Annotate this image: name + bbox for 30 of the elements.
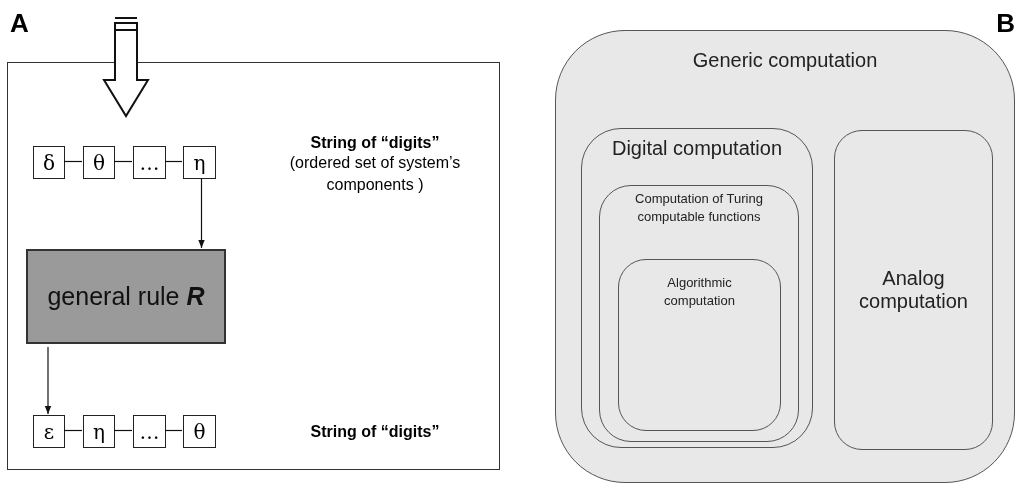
digit-box: η xyxy=(83,415,115,448)
caption-text: String of “digits” xyxy=(309,422,441,442)
panel-letter: B xyxy=(995,7,1015,40)
caption-text: (ordered set of system’s components ) xyxy=(288,153,462,195)
panel-frame xyxy=(7,62,500,470)
caption-text: String of “digits” xyxy=(309,133,441,153)
connector-line xyxy=(113,160,133,163)
connector-line xyxy=(63,160,83,163)
arrow xyxy=(198,177,205,249)
connector-line xyxy=(164,429,183,432)
set-region xyxy=(555,30,1015,483)
digit-box: δ xyxy=(33,146,65,179)
region-label: Computation of Turing computable functions xyxy=(634,190,764,226)
set-region: Algorithmic computation xyxy=(618,259,781,431)
digit-box: η xyxy=(183,146,216,179)
set-region xyxy=(599,185,799,442)
arrow xyxy=(44,346,52,415)
digit-box: … xyxy=(133,146,166,179)
set-region: Analog computation xyxy=(834,130,993,450)
region-label: Digital computation xyxy=(611,136,783,161)
set-region xyxy=(581,128,813,448)
connector-line xyxy=(63,429,83,432)
panel-letter: A xyxy=(10,7,30,40)
region-label: Generic computation xyxy=(692,48,878,73)
connector-line xyxy=(164,160,183,163)
digit-box: θ xyxy=(183,415,216,448)
digit-box: ε xyxy=(33,415,65,448)
digit-box: … xyxy=(133,415,166,448)
digit-box: θ xyxy=(83,146,115,179)
connector-line xyxy=(113,429,133,432)
